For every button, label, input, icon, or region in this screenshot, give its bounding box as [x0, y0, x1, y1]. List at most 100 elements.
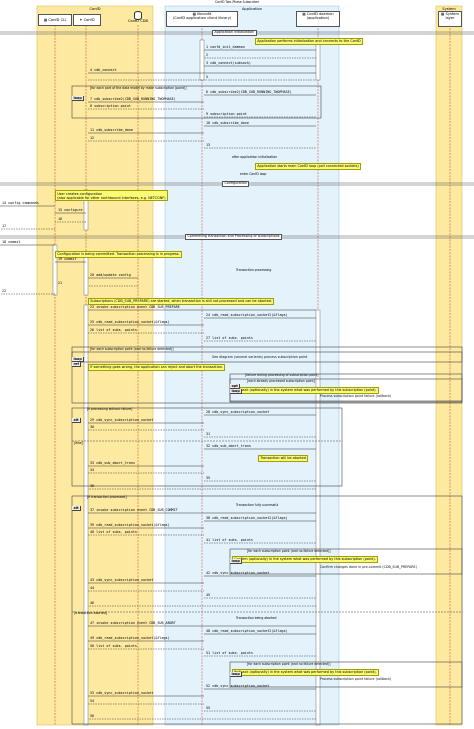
- msg-46: 46: [90, 601, 95, 605]
- msg-38: 38 cdb_read_subscription_socket2(&flags): [206, 516, 288, 520]
- msg-40: 40 list of subs. points: [90, 530, 137, 534]
- participant-libconfd-label-2: (ConfD application client library): [172, 16, 232, 21]
- msg-9: 9 subscription point: [206, 112, 247, 116]
- msg-23: 23 invoke subscription event CDB_SUB_PRE…: [90, 305, 180, 309]
- msg-8: 8 subscription point: [90, 104, 131, 108]
- msg-41: 41 list of subs. points: [206, 538, 253, 542]
- note-user-config: User creates configuration (also applica…: [55, 190, 168, 202]
- frame-loop5: loop: [230, 662, 243, 678]
- wrench-icon: ✦: [79, 18, 83, 22]
- participant-cdb: ConfD CDB: [124, 11, 152, 24]
- participant-cli-label: ConfD CLI: [48, 18, 67, 22]
- msg-21: 21: [58, 281, 63, 285]
- msg-35: 35: [206, 476, 211, 480]
- frame-loop2: loop: [72, 347, 85, 363]
- msg-11: 11 cdb_subscribe_done: [90, 128, 133, 132]
- terminal-icon: ▦: [43, 18, 48, 22]
- note-user-config-line1: User creates configuration: [57, 191, 103, 196]
- activations: [52, 39, 321, 726]
- note-prepare: Subscriptions (CDB_SUB_PREPARE) are star…: [88, 298, 275, 305]
- divider-committing: Committing transaction and Processing of…: [185, 234, 283, 241]
- frame-alt1-cond: [if processing without failure]: [87, 407, 133, 411]
- note-init: Application performs initialization and …: [255, 38, 363, 45]
- note-committed: Configuration is being committed. Transa…: [55, 251, 182, 258]
- note-user-config-line2: (also applicable for other northbound in…: [57, 195, 166, 200]
- msg-22: 22: [2, 289, 7, 293]
- note-abort-allowed: If something goes wrong, the application…: [88, 364, 226, 371]
- msg-12: 12: [90, 136, 95, 140]
- msg-27: 27 list of subs. points: [206, 336, 253, 340]
- msg-13: 13: [206, 143, 211, 147]
- text-process-failure-2: Process subscription point failure (roll…: [320, 677, 392, 681]
- msg-43: 43 cdb_sync_subscription_socket: [90, 578, 154, 582]
- participant-daemon-label-1: ConfD daemon: [306, 12, 334, 16]
- msg-37: 37 invoke subscription event CDB_SUB_COM…: [90, 508, 178, 512]
- msg-6: 6 cdb_subscribe2(CDB_SUB_RUNNING_TWOPHAS…: [206, 90, 292, 94]
- msg-56: 56: [90, 714, 95, 718]
- msg-26: 26 list of subs. points: [90, 328, 137, 332]
- lane-title-system: System: [442, 7, 456, 11]
- msg-14: 14 config commands: [2, 201, 39, 205]
- msg-31: 31: [206, 432, 211, 436]
- participant-system: ▦ System layer: [438, 11, 462, 27]
- participant-confd: ✦ ConfD: [73, 14, 101, 26]
- msg-52: 52 cdb_sync_subscription_socket: [206, 684, 270, 688]
- participant-confd-label: ConfD: [83, 18, 95, 22]
- frame-alt1: alt: [72, 408, 82, 424]
- frame-alt2-else: [transaction aborted]: [74, 611, 107, 615]
- text-tx-processing: Transaction processing: [236, 268, 272, 272]
- frame-loop3-cond: [each already processed subscription poi…: [247, 379, 315, 383]
- frame-opt: opt: [230, 374, 241, 390]
- msg-49: 49 cdb_read_subscription_socket(&flags): [90, 636, 170, 640]
- note-main-loop: Application starts main ConfD loop (poll…: [255, 163, 361, 170]
- frame-loop4: loop: [230, 549, 243, 565]
- participant-libconfd-label-1: libconfd: [197, 12, 212, 16]
- msg-55: 55: [206, 706, 211, 710]
- lane-title-application: Application: [241, 7, 263, 11]
- system-icon: ▦: [441, 12, 445, 16]
- msg-24: 24 cdb_read_subscription_socket2(&flags): [206, 313, 288, 317]
- frame-ref-text: See diagram (several variants) process s…: [212, 355, 308, 359]
- msg-25: 25 cdb_read_subscription_socket(&flags): [90, 320, 170, 324]
- msg-5: 5: [206, 75, 209, 79]
- msg-42: 42 cdb_sync_subscription_socket: [206, 571, 270, 575]
- diagram-title: ConfD Two-Phase Subscriber: [215, 0, 260, 4]
- note-rollback-optional: Rollback (optionally) in the system what…: [232, 387, 379, 394]
- frame-alt1-else: [else]: [74, 441, 83, 445]
- participant-libconfd: ▦ libconfd (ConfD application client lib…: [166, 11, 238, 27]
- participant-daemon-label-2: (application): [306, 16, 330, 21]
- note-tx-aborted: Transaction will be aborted: [258, 455, 309, 462]
- frame-loop1: loop: [72, 86, 85, 102]
- msg-20: 20 add/update config: [90, 273, 131, 277]
- msg-18: 18 commit: [2, 240, 21, 244]
- frame-loop4-cond: [for each subscription point (and no fai…: [247, 549, 331, 553]
- participant-system-label-1: System: [445, 12, 459, 16]
- msg-30: 30: [90, 425, 95, 429]
- frame-loop3: loop: [230, 379, 243, 395]
- participant-system-label-2: layer: [445, 16, 455, 21]
- frame-alt2-cond: [if transaction processed]: [87, 495, 127, 499]
- text-process-failure-1: Process subscription point failure (roll…: [320, 394, 392, 398]
- msg-28: 28 cdb_sync_subscription_socket: [206, 410, 270, 414]
- participant-cli: ▦ ConfD CLI: [38, 14, 72, 26]
- frame-opt-cond: [failure during processing of subscripti…: [245, 373, 319, 377]
- msg-33: 33 cdb_sub_abort_trans: [90, 461, 135, 465]
- msg-1: 1 confd_init_daemon: [206, 45, 245, 49]
- msg-4: 4 cdb_connect: [90, 68, 117, 72]
- note-confirm-optional: Confirm (optionally) in the system what …: [232, 556, 378, 563]
- msg-47: 47 invoke subscription event CDB_SUB_ABO…: [90, 621, 176, 625]
- msg-2: 2: [206, 53, 209, 57]
- msg-7: 7 cdb_subscribe2(CDB_SUB_RUNNING_TWOPHAS…: [90, 97, 176, 101]
- msg-32: 32 cdb_sub_abort_trans: [206, 444, 251, 448]
- lane-title-confd: ConfD: [89, 7, 101, 11]
- msg-53: 53 cdb_sync_subscription_socket: [90, 691, 154, 695]
- database-icon: [134, 11, 142, 20]
- text-tx-aborting: Transaction being aborted: [236, 616, 277, 620]
- msg-54: 54: [90, 699, 95, 703]
- msg-36: 36: [90, 484, 95, 488]
- msg-3: 3 cdb_connect(subsock): [206, 61, 251, 65]
- participant-cdb-label: ConfD CDB: [128, 19, 148, 23]
- divider-app-init: Application initialization: [212, 30, 257, 37]
- text-tx-successful: Transaction fully successful: [236, 503, 279, 507]
